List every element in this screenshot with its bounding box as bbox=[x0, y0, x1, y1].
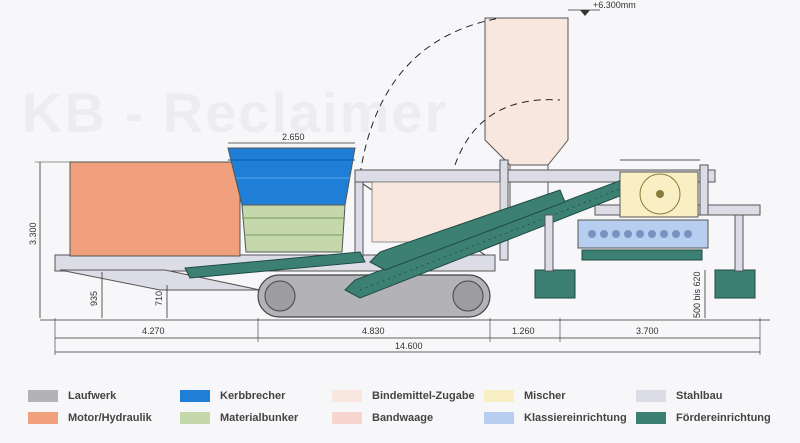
swing-arc-inner bbox=[454, 99, 561, 166]
legend-swatch bbox=[636, 412, 666, 424]
dim-top-height: +6.300mm bbox=[593, 0, 636, 10]
legend-swatch bbox=[484, 412, 514, 424]
binder-silo bbox=[484, 17, 569, 166]
legend-label: Stahlbau bbox=[676, 390, 723, 402]
dim-len-b: 4.830 bbox=[362, 326, 385, 336]
motor-hydraulic-block bbox=[69, 161, 241, 257]
swing-arc-outer bbox=[359, 17, 501, 176]
legend-swatch bbox=[180, 390, 210, 402]
dim-len-a: 4.270 bbox=[142, 326, 165, 336]
legend-item-mischer: Mischer bbox=[484, 385, 636, 407]
legend-item-bandwaage: Bandwaage bbox=[332, 407, 484, 429]
dim-total-height: 3.300 bbox=[28, 222, 38, 245]
legend-swatch bbox=[484, 390, 514, 402]
conveyor-lower bbox=[184, 251, 366, 279]
legend-item-stahlbau: Stahlbau bbox=[636, 385, 788, 407]
dim-len-c: 1.260 bbox=[512, 326, 535, 336]
legend-swatch bbox=[180, 412, 210, 424]
legend-swatch bbox=[28, 390, 58, 402]
conveyor-inclined-2 bbox=[369, 189, 566, 271]
legend-label: Klassiereinrichtung bbox=[524, 412, 627, 424]
support-foot-left bbox=[534, 269, 576, 299]
dim-track-clearance: 710 bbox=[154, 291, 164, 306]
legend-label: Mischer bbox=[524, 390, 566, 402]
dim-left-clearance: 935 bbox=[89, 291, 99, 306]
legend-label: Fördereinrichtung bbox=[676, 412, 771, 424]
watermark-title: KB - Reclaimer bbox=[22, 81, 449, 144]
legend-item-laufwerk: Laufwerk bbox=[28, 385, 180, 407]
crusher-hopper bbox=[227, 147, 356, 206]
legend-label: Motor/Hydraulik bbox=[68, 412, 152, 424]
dim-right-clearance: 500 bis 620 bbox=[692, 271, 702, 318]
dim-len-d: 3.700 bbox=[636, 326, 659, 336]
legend: Laufwerk Kerbbrecher Bindemittel-Zugabe … bbox=[28, 385, 788, 435]
material-bunker bbox=[241, 204, 346, 253]
legend-swatch bbox=[636, 390, 666, 402]
legend-swatch bbox=[332, 412, 362, 424]
legend-label: Laufwerk bbox=[68, 390, 117, 402]
legend-item-bindemittel: Bindemittel-Zugabe bbox=[332, 385, 484, 407]
legend-item-klassier: Klassiereinrichtung bbox=[484, 407, 636, 429]
legend-item-foerder: Fördereinrichtung bbox=[636, 407, 788, 429]
machine-diagram: +6.300mm 2.650 3. bbox=[28, 0, 770, 355]
legend-item-materialbunker: Materialbunker bbox=[180, 407, 332, 429]
legend-item-kerbbrecher: Kerbbrecher bbox=[180, 385, 332, 407]
legend-label: Bandwaage bbox=[372, 412, 434, 424]
support-foot-right bbox=[714, 269, 756, 299]
dim-hopper-width: 2.650 bbox=[282, 132, 305, 142]
legend-label: Materialbunker bbox=[220, 412, 299, 424]
legend-swatch bbox=[332, 390, 362, 402]
legend-label: Bindemittel-Zugabe bbox=[372, 390, 475, 402]
legend-item-motor: Motor/Hydraulik bbox=[28, 407, 180, 429]
dim-total-length: 14.600 bbox=[395, 341, 423, 351]
legend-swatch bbox=[28, 412, 58, 424]
legend-label: Kerbbrecher bbox=[220, 390, 286, 402]
